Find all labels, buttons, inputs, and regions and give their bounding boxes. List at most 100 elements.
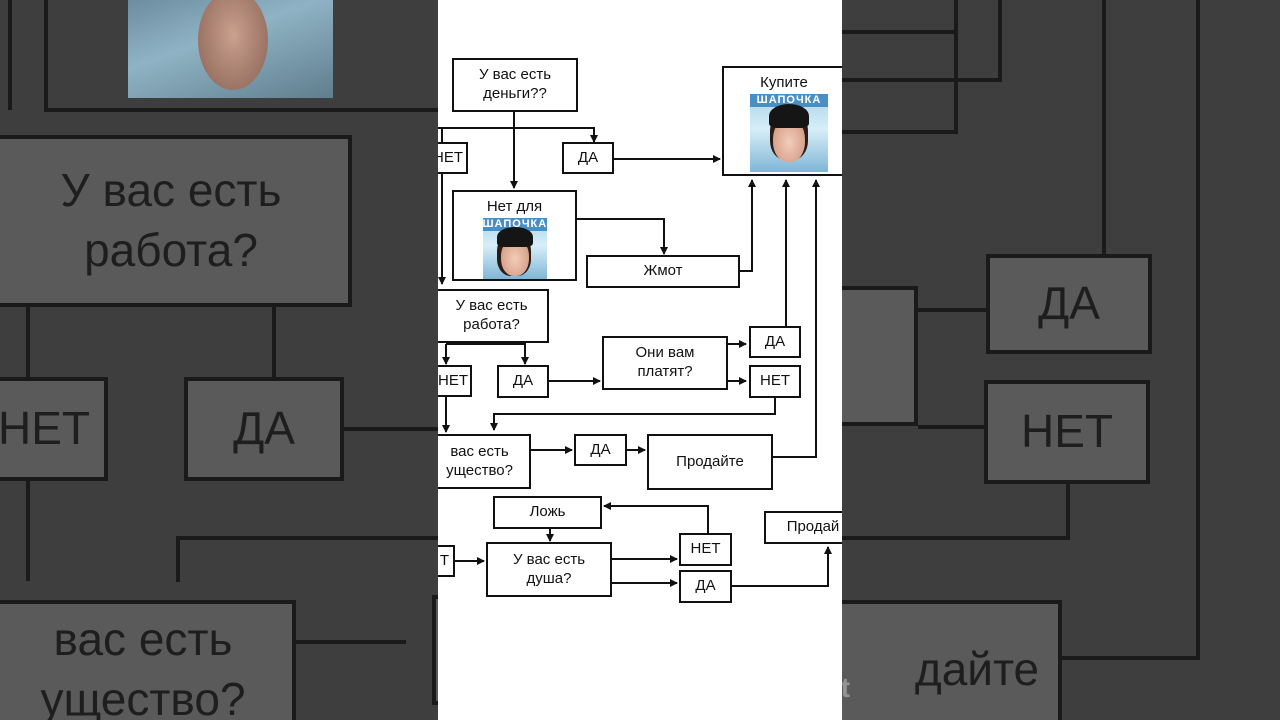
cap-brand-text: ШАПОЧКА [750, 93, 828, 107]
background-left-panel: У вас есть работа? НЕТ ДА вас есть ущест… [0, 0, 438, 720]
bg-connector [296, 640, 406, 644]
bg-node-yes: ДА [184, 377, 344, 481]
node-label: Жмот [643, 262, 683, 280]
bg-node-label: вас есть ущество? [40, 613, 246, 720]
node-yes-property: ДА [574, 434, 627, 466]
bg-photo [128, 0, 333, 98]
node-label: НЕТ [438, 371, 468, 389]
bg-node-paid [842, 286, 918, 426]
node-yes-paid: ДА [749, 326, 801, 358]
bg-node-sell: дайте [842, 600, 1062, 720]
bg-connector [1196, 0, 1200, 660]
swim-cap [769, 103, 809, 128]
cap-product-image-small: ШАПОЧКА [482, 217, 547, 279]
node-have-property: вас есть ущество? [438, 434, 531, 489]
node-label: Продайте [676, 452, 744, 470]
bg-connector [44, 108, 438, 112]
arrow-money-to-yes [438, 127, 598, 143]
bg-node-label: ДА [233, 402, 295, 455]
cap-product-image: ШАПОЧКА [750, 93, 828, 172]
arrow-no-to-lie [603, 502, 709, 533]
node-label: Продай [786, 518, 840, 536]
node-label: У вас есть работа? [455, 297, 528, 333]
bg-connector [1102, 0, 1106, 254]
node-label: НЕТ [438, 148, 463, 166]
bg-connector [918, 425, 986, 429]
node-label: ДА [764, 332, 786, 350]
arrow-sell-to-buy [773, 179, 820, 458]
cap-brand-text: ШАПОЧКА [482, 217, 547, 231]
node-have-money: У вас есть деньги?? [452, 58, 578, 112]
bg-node-no: НЕТ [0, 377, 108, 481]
node-yes-soul: ДА [679, 570, 732, 603]
node-have-soul: У вас есть душа? [486, 542, 612, 597]
bg-node-label: У вас есть работа? [60, 164, 282, 276]
bg-node-yes: ДА [986, 254, 1152, 354]
bg-node-label: НЕТ [0, 402, 90, 455]
bg-connector [1062, 656, 1200, 660]
bg-connector [176, 536, 438, 540]
bg-connector [44, 0, 48, 112]
bg-connector [1066, 484, 1070, 540]
node-no-job: НЕТ [438, 365, 472, 397]
arrow-yes-to-sell-soul [731, 546, 832, 587]
bg-node-label: дайте [914, 643, 1040, 696]
node-label: ДА [695, 577, 716, 595]
node-no-money: НЕТ [438, 142, 468, 174]
bg-connector [176, 536, 180, 582]
background-right-panel: ДА НЕТ дайте [842, 0, 1280, 720]
bg-node-label: ДА [1038, 277, 1100, 330]
node-no-for: Нет для ШАПОЧКА [452, 190, 577, 281]
node-label: Ложь [529, 503, 566, 521]
node-buy: Купите ШАПОЧКА [722, 66, 842, 176]
node-stingy: Жмот [586, 255, 740, 288]
node-they-pay: Они вам платят? [602, 336, 728, 390]
node-label: ДА [577, 148, 599, 166]
bg-connector [26, 481, 30, 581]
node-label: Т [439, 551, 450, 569]
bg-node-q-property: вас есть ущество? [0, 600, 296, 720]
bg-connector [26, 307, 30, 377]
node-lie: Ложь [493, 496, 602, 529]
node-label: НЕТ [690, 540, 721, 558]
node-sell: Продайте [647, 434, 773, 490]
bg-connector [954, 0, 958, 134]
node-label: Нет для [486, 198, 543, 215]
node-no-soul: НЕТ [679, 533, 732, 566]
node-label: Купите [760, 74, 808, 91]
swim-cap [496, 226, 533, 247]
bg-connector [272, 307, 276, 377]
bg-connector [998, 0, 1002, 82]
node-label: НЕТ [760, 372, 790, 390]
inshot-watermark: InShot [758, 672, 852, 703]
bg-node-no: НЕТ [984, 380, 1150, 484]
bg-connector [842, 30, 958, 34]
arrow-stingy-to-buy [740, 179, 756, 272]
bg-connector [842, 130, 958, 134]
arrow-nofor-to-stingy [577, 218, 668, 255]
bg-face [198, 0, 268, 90]
flowchart: У вас есть деньги?? Купите ШАПОЧКА НЕТ Д… [438, 0, 842, 720]
node-label: ДА [512, 372, 534, 390]
node-yes-job: ДА [497, 365, 549, 398]
bg-connector [344, 427, 438, 431]
node-no-left: Т [438, 545, 455, 577]
node-label: У вас есть душа? [512, 550, 586, 587]
bg-node-edge [432, 595, 438, 705]
connector-layer [438, 112, 832, 587]
node-label: У вас есть деньги?? [478, 66, 552, 102]
node-sell-soul: Продай [764, 511, 842, 544]
bg-connector [842, 78, 1002, 82]
arrow-job-to-yes [446, 343, 529, 365]
node-no-paid: НЕТ [749, 365, 801, 398]
bg-node-label: НЕТ [1021, 405, 1113, 458]
node-label: ДА [590, 440, 611, 458]
bg-connector [918, 308, 986, 312]
bg-connector [8, 0, 12, 110]
arrow-paidno-to-property [490, 398, 776, 431]
node-have-job: У вас есть работа? [438, 289, 549, 343]
bg-node-q-job: У вас есть работа? [0, 135, 352, 307]
node-label: вас есть ущество? [446, 442, 513, 479]
node-label: Они вам платят? [635, 344, 695, 380]
bg-connector [842, 536, 1070, 540]
